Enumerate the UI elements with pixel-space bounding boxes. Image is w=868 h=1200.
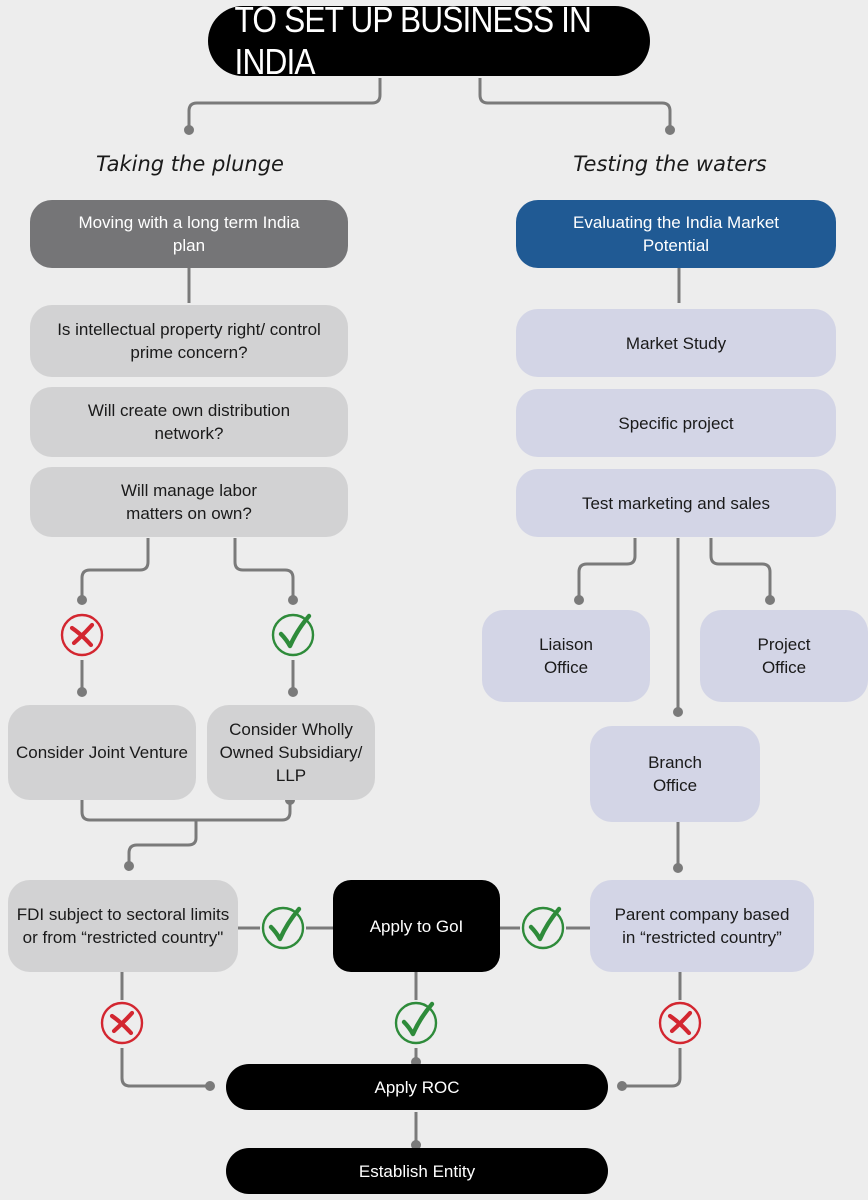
apply-roc-box: Apply ROC [226, 1064, 608, 1110]
left-branch-heading: Taking the plunge [96, 152, 284, 176]
fdi-check-box: FDI subject to sectoral limits or from “… [8, 880, 238, 972]
branch-office-box: Branch Office [590, 726, 760, 822]
market-study-box: Market Study [516, 309, 836, 377]
joint-venture-box: Consider Joint Venture [8, 705, 196, 800]
test-marketing-box: Test marketing and sales [516, 469, 836, 537]
check-circle-icon [394, 1001, 438, 1045]
check-circle-icon [271, 613, 315, 657]
labor-matters-question: Will manage labor matters on own? [30, 467, 348, 537]
apply-goi-box: Apply to GoI [333, 880, 500, 972]
check-circle-icon [261, 906, 305, 950]
wholly-owned-subsidiary-box: Consider Wholly Owned Subsidiary/ LLP [207, 705, 375, 800]
distribution-network-question: Will create own distribution network? [30, 387, 348, 457]
ip-rights-question: Is intellectual property right/ control … [30, 305, 348, 377]
right-branch-heading: Testing the waters [573, 152, 767, 176]
x-circle-icon [100, 1001, 144, 1045]
x-circle-icon [60, 613, 104, 657]
x-circle-icon [658, 1001, 702, 1045]
project-office-box: Project Office [700, 610, 868, 702]
page-title: TO SET UP BUSINESS IN INDIA [208, 0, 650, 82]
page-title-text: TO SET UP BUSINESS IN INDIA [234, 0, 592, 82]
parent-company-check-box: Parent company based in “restricted coun… [590, 880, 814, 972]
check-circle-icon [521, 906, 565, 950]
market-potential-box: Evaluating the India Market Potential [516, 200, 836, 268]
liaison-office-box: Liaison Office [482, 610, 650, 702]
long-term-plan-box: Moving with a long term India plan [30, 200, 348, 268]
establish-entity-box: Establish Entity [226, 1148, 608, 1194]
specific-project-box: Specific project [516, 389, 836, 457]
